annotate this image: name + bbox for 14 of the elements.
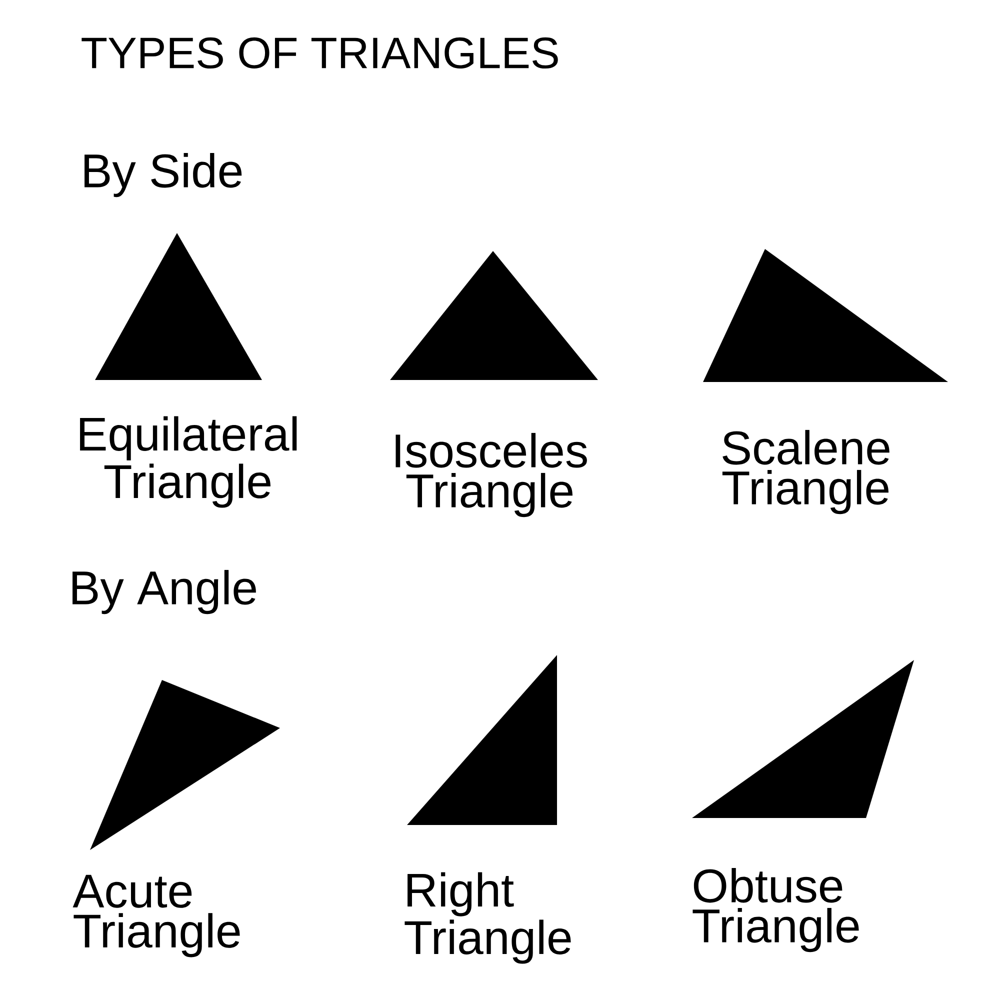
triangle-caption: Acute Triangle (72, 874, 240, 958)
triangle-shape (703, 249, 948, 382)
triangle-caption: Scalene Triangle (722, 430, 890, 514)
triangle-shape (90, 680, 280, 850)
triangle-shape (390, 251, 598, 380)
triangle-shape (692, 660, 914, 818)
triangle-caption: Equilateral Triangle (80, 416, 297, 508)
triangle-shape (95, 233, 262, 380)
triangle-shape (407, 655, 558, 825)
section-heading: By Angle (72, 570, 256, 614)
triangle-caption: Right Triangle (404, 872, 571, 964)
triangle-caption: Isosceles Triangle (396, 432, 587, 518)
title: TYPES OF TRIANGLES (82, 37, 558, 69)
triangle-caption: Obtuse Triangle (692, 868, 859, 952)
